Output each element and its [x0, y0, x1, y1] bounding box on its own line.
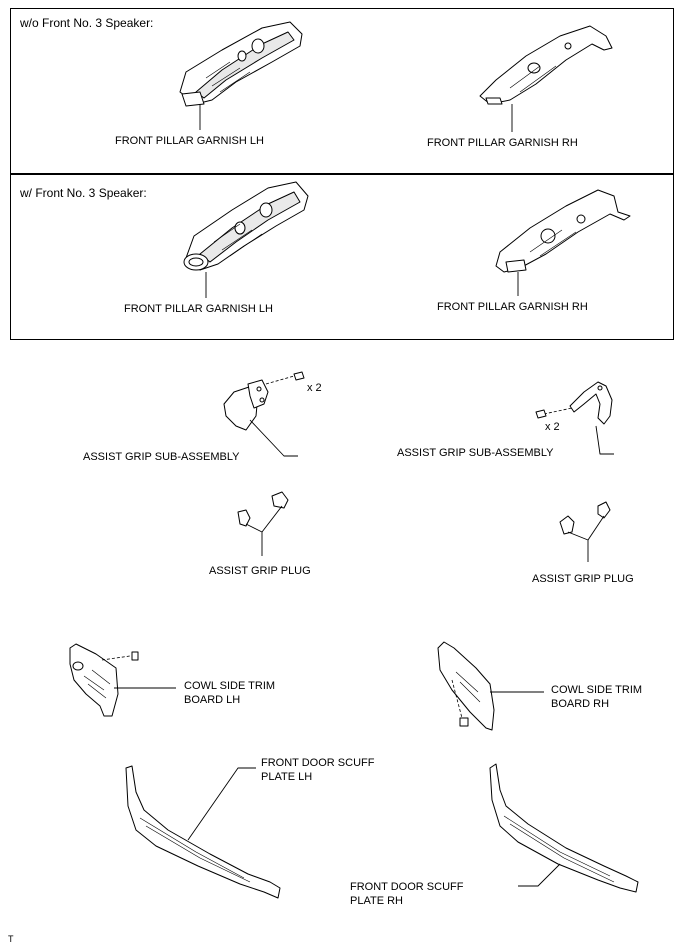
- front-pillar-garnish-lh-speaker-illustration: [183, 181, 309, 298]
- front-pillar-garnish-lh-illustration: [179, 21, 303, 130]
- label-assist-grip-plug-rh: ASSIST GRIP PLUG: [532, 573, 634, 585]
- front-door-scuff-plate-lh-illustration: [125, 765, 281, 899]
- label-assist-grip-rh: ASSIST GRIP SUB-ASSEMBLY: [397, 447, 554, 459]
- assist-grip-plug-lh-illustration: [237, 491, 289, 556]
- cowl-side-trim-board-rh-illustration: [437, 641, 544, 731]
- front-pillar-garnish-rh-top-illustration: [479, 25, 613, 132]
- label-assist-grip-lh: ASSIST GRIP SUB-ASSEMBLY: [83, 451, 240, 463]
- cowl-side-trim-board-lh-illustration: [69, 643, 176, 717]
- front-pillar-garnish-rh-speaker-illustration: [495, 189, 631, 296]
- label-screw-qty-right: x 2: [545, 421, 560, 433]
- label-front-door-scuff-plate-lh: FRONT DOOR SCUFF PLATE LH: [261, 757, 375, 783]
- label-front-pillar-garnish-rh-top: FRONT PILLAR GARNISH RH: [427, 137, 578, 149]
- front-door-scuff-plate-rh-illustration: [489, 763, 639, 893]
- panel-with-speaker: [10, 174, 674, 340]
- illustration-code: T: [8, 934, 14, 944]
- label-front-door-scuff-plate-rh: FRONT DOOR SCUFF PLATE RH: [350, 881, 464, 907]
- panel-title-with-speaker: w/ Front No. 3 Speaker:: [20, 186, 147, 200]
- label-front-pillar-garnish-rh-bottom: FRONT PILLAR GARNISH RH: [437, 301, 588, 313]
- assist-grip-rh-illustration: [535, 381, 614, 455]
- assist-grip-lh-illustration: [223, 371, 305, 457]
- label-cowl-side-trim-board-lh: COWL SIDE TRIM BOARD LH: [184, 680, 276, 706]
- panel-title-without-speaker: w/o Front No. 3 Speaker:: [20, 16, 154, 30]
- label-screw-qty-left: x 2: [307, 382, 322, 394]
- label-front-pillar-garnish-lh-top: FRONT PILLAR GARNISH LH: [115, 135, 264, 147]
- panel-without-speaker: [10, 8, 674, 174]
- label-cowl-side-trim-board-rh: COWL SIDE TRIM BOARD RH: [551, 684, 643, 710]
- label-assist-grip-plug-lh: ASSIST GRIP PLUG: [209, 565, 311, 577]
- assist-grip-plug-rh-illustration: [559, 501, 611, 562]
- label-front-pillar-garnish-lh-bottom: FRONT PILLAR GARNISH LH: [124, 303, 273, 315]
